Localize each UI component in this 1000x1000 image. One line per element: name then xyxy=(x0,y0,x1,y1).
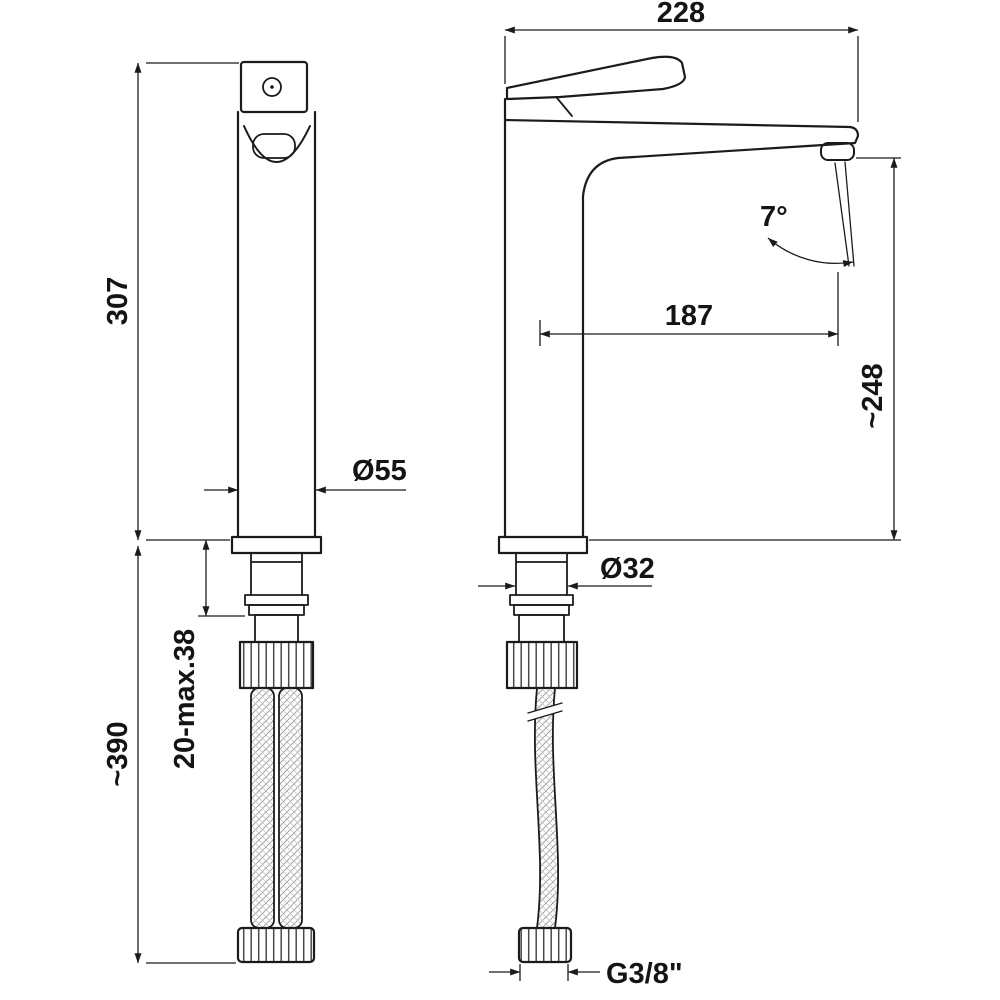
mounting-nut xyxy=(238,640,315,690)
label-deck-range: 20-max.38 xyxy=(169,629,201,769)
spout-outline xyxy=(503,118,860,539)
water-stream xyxy=(834,161,855,267)
hose-side xyxy=(533,687,559,929)
lever xyxy=(505,55,687,101)
hose-break-lines xyxy=(527,702,563,722)
label-187: 187 xyxy=(665,300,713,332)
washer-lower-side xyxy=(513,604,570,616)
dimension-lines xyxy=(134,26,898,976)
hose-connector-nut xyxy=(236,926,316,964)
washer-upper-side xyxy=(509,594,574,606)
handle-grip xyxy=(252,133,296,159)
hose-right xyxy=(278,687,303,929)
label-307: 307 xyxy=(102,277,134,325)
washer-lower xyxy=(248,604,305,616)
handle-underside-arc xyxy=(243,125,311,163)
hose-left xyxy=(250,687,275,929)
angle-arc xyxy=(767,237,854,268)
label-d55: Ø55 xyxy=(352,455,407,487)
hose-break-gap xyxy=(524,703,566,721)
washer-upper xyxy=(244,594,309,606)
indicator-ring xyxy=(262,77,282,97)
shank-edges-side xyxy=(515,552,568,596)
base-flange-side xyxy=(497,535,589,555)
dimension-labels: 307 ~390 20-max.38 228 187 ~248 Ø55 Ø32 … xyxy=(102,0,889,990)
shank-tube-side xyxy=(518,614,565,643)
label-d32: Ø32 xyxy=(600,553,655,585)
label-spray-angle: 7° xyxy=(760,201,788,233)
aerator xyxy=(820,142,855,161)
lever-base-slant xyxy=(556,97,573,117)
shank-edges xyxy=(250,552,303,596)
label-228: 228 xyxy=(657,0,705,29)
side-view xyxy=(497,55,860,964)
hose-connector-nut-side xyxy=(517,926,573,964)
label-390: ~390 xyxy=(102,721,134,786)
base-flange xyxy=(230,535,323,555)
mounting-nut-side xyxy=(505,640,579,690)
shank-tube xyxy=(254,614,299,643)
label-g38: G3/8" xyxy=(606,958,683,990)
label-248: ~248 xyxy=(857,363,889,428)
handle-cap xyxy=(239,60,309,114)
indicator-dot xyxy=(270,85,274,89)
front-view xyxy=(230,60,323,964)
